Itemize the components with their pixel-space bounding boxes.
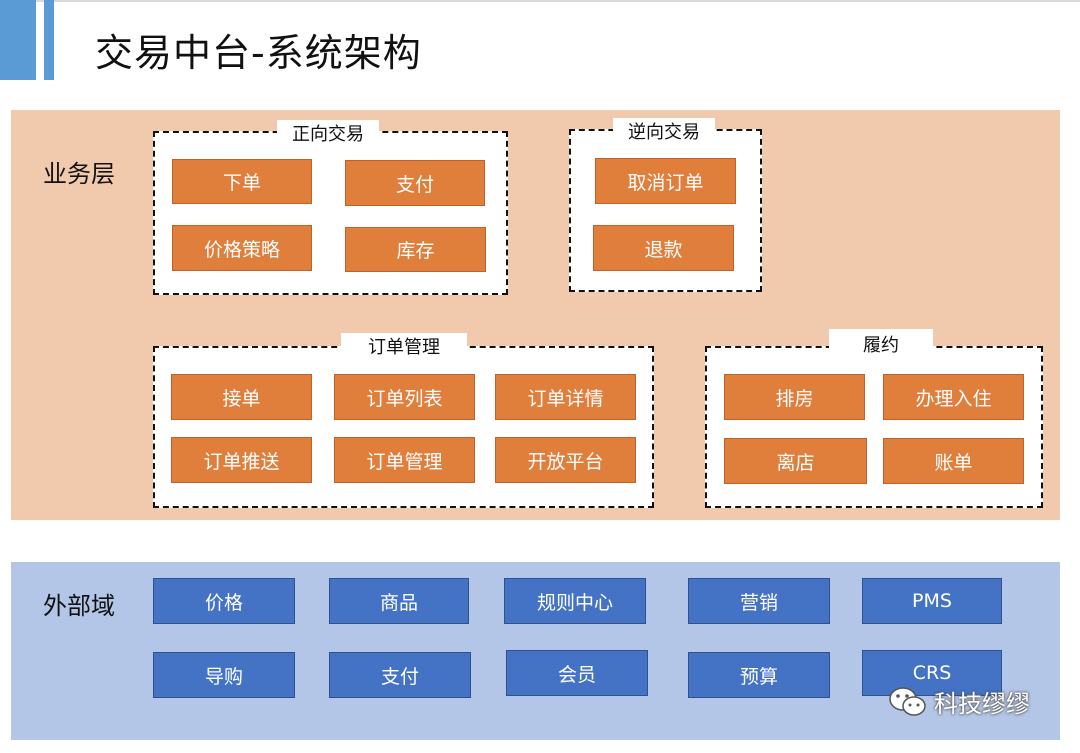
page-title: 交易中台-系统架构 xyxy=(95,31,422,75)
title-accent-stripe xyxy=(44,0,54,80)
group-title-order-management: 订单管理 xyxy=(341,333,467,363)
group-title-reverse-trade: 逆向交易 xyxy=(613,118,715,144)
box-order-list: 订单列表 xyxy=(334,374,475,420)
watermark: 科技缪缪 xyxy=(888,684,1030,719)
box-order-detail: 订单详情 xyxy=(495,374,636,420)
box-check-out: 离店 xyxy=(724,438,867,484)
box-bill: 账单 xyxy=(883,438,1024,484)
group-fulfillment: 履约 排房 办理入住 离店 账单 xyxy=(705,329,1043,508)
box-pricing-strategy: 价格策略 xyxy=(172,225,312,271)
box-ext-crs: CRS xyxy=(862,650,1002,696)
watermark-text: 科技缪缪 xyxy=(934,690,1030,718)
box-place-order: 下单 xyxy=(172,159,312,204)
business-layer: 业务层 正向交易 下单 支付 价格策略 库存 逆向交易 取消订单 退款 订单管理… xyxy=(11,110,1060,520)
box-refund: 退款 xyxy=(593,225,734,271)
business-layer-label: 业务层 xyxy=(43,160,115,188)
group-reverse-trade: 逆向交易 取消订单 退款 xyxy=(569,118,762,292)
box-check-in: 办理入住 xyxy=(883,374,1024,420)
group-forward-trade: 正向交易 下单 支付 价格策略 库存 xyxy=(153,120,508,295)
box-payment: 支付 xyxy=(345,160,485,206)
box-ext-rule-center: 规则中心 xyxy=(504,578,646,624)
external-layer-label: 外部域 xyxy=(43,592,115,620)
box-ext-shopping-guide: 导购 xyxy=(153,652,295,698)
box-ext-marketing: 营销 xyxy=(688,578,830,624)
group-title-fulfillment: 履约 xyxy=(829,329,933,363)
box-open-platform: 开放平台 xyxy=(495,437,636,483)
box-ext-pms: PMS xyxy=(862,578,1002,624)
group-order-management: 订单管理 接单 订单列表 订单详情 订单推送 订单管理 开放平台 xyxy=(153,333,654,508)
box-ext-budget: 预算 xyxy=(688,652,830,698)
box-room-assignment: 排房 xyxy=(724,374,865,420)
box-inventory: 库存 xyxy=(345,227,486,272)
box-order-admin: 订单管理 xyxy=(334,437,475,483)
external-layer: 外部域 价格 商品 规则中心 营销 PMS 导购 支付 会员 预算 CRS xyxy=(11,562,1060,740)
box-order-push: 订单推送 xyxy=(171,437,312,483)
box-ext-payment: 支付 xyxy=(329,652,471,698)
box-ext-member: 会员 xyxy=(506,650,648,696)
box-accept-order: 接单 xyxy=(171,374,312,420)
box-cancel-order: 取消订单 xyxy=(595,158,736,204)
top-divider xyxy=(0,0,1080,2)
wechat-icon xyxy=(889,686,926,716)
group-title-forward-trade: 正向交易 xyxy=(277,120,379,146)
title-accent-bar xyxy=(0,0,36,80)
box-ext-product: 商品 xyxy=(329,578,469,624)
box-ext-price: 价格 xyxy=(153,578,295,624)
